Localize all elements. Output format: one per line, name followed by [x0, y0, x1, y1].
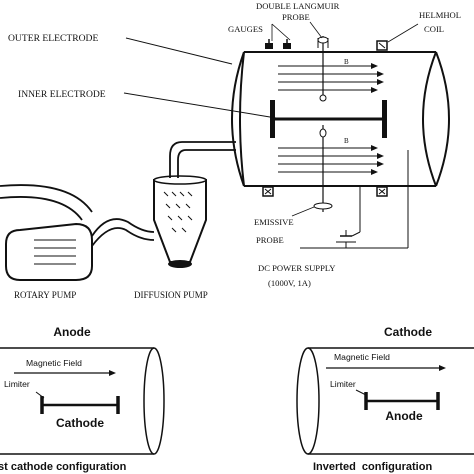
config-left: Anode Magnetic Field Limiter Cathode st …	[0, 325, 165, 473]
field-label-b-bottom: B	[344, 137, 349, 145]
config-left-electrode: Cathode	[56, 416, 104, 430]
gauges	[265, 39, 291, 49]
label-diffusion-pump: DIFFUSION PUMP	[134, 290, 208, 300]
config-left-limiter: Limiter	[4, 379, 30, 389]
label-helmholtz: HELMHOL	[419, 10, 461, 20]
dc-power-supply	[300, 150, 409, 249]
emissive-probe	[313, 125, 333, 212]
label-emissive-probe: PROBE	[256, 235, 284, 245]
diffusion-pump	[153, 141, 236, 268]
config-right-caption: Inverted configuration	[313, 461, 432, 473]
label-gauges: GAUGES	[228, 24, 263, 34]
config-right: Cathode Magnetic Field Limiter Anode Inv…	[296, 325, 474, 473]
label-emissive: EMISSIVE	[254, 217, 294, 227]
vacuum-chamber	[231, 51, 450, 187]
rotary-pump	[0, 184, 155, 281]
magnetic-field-lines-bottom	[278, 145, 384, 175]
config-left-title: Anode	[53, 325, 91, 339]
label-double-langmuir-probe: PROBE	[282, 12, 310, 22]
label-dc-power-supply: DC POWER SUPPLY	[258, 263, 335, 273]
label-outer-electrode: OUTER ELECTRODE	[8, 33, 98, 44]
label-double-langmuir: DOUBLE LANGMUIR	[256, 1, 340, 11]
label-rotary-pump: ROTARY PUMP	[14, 290, 76, 300]
label-helmholtz-coil: COIL	[424, 24, 444, 34]
config-right-title: Cathode	[384, 325, 432, 339]
magnetic-field-lines-top	[278, 63, 384, 93]
inner-electrode-rod	[270, 100, 387, 138]
config-right-magnetic-field: Magnetic Field	[334, 352, 390, 362]
field-label-b-top: B	[344, 58, 349, 66]
config-left-caption: st cathode configuration	[0, 461, 127, 473]
label-dc-power-rating: (1000V, 1A)	[268, 278, 311, 288]
config-left-magnetic-field: Magnetic Field	[26, 358, 82, 368]
config-right-limiter: Limiter	[330, 379, 356, 389]
leader-lines	[123, 21, 419, 217]
config-right-electrode: Anode	[385, 409, 423, 423]
double-langmuir-probe	[317, 36, 329, 102]
helmholtz-coil	[262, 40, 388, 197]
label-inner-electrode: INNER ELECTRODE	[18, 89, 106, 100]
